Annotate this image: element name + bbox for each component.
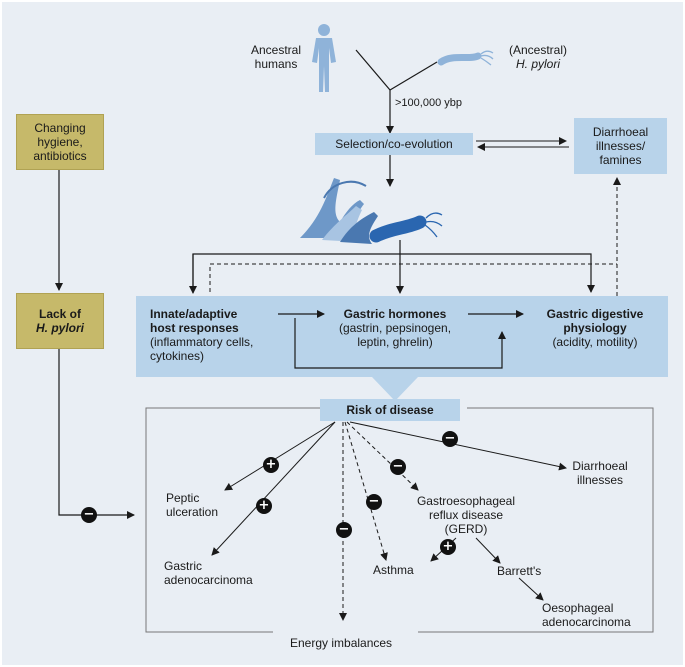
diarrhoeal-illnesses-label: Diarrhoeal illnesses [572,459,628,487]
innate-adaptive-label: Innate/adaptive host responses (inflamma… [150,307,254,363]
minus-sign-asthma: − [366,494,382,510]
arrow-to-gastric-ca [211,421,336,556]
band-pointer [372,377,418,401]
hunters-figure [300,178,443,244]
arrow-to-peptic [224,421,336,491]
peptic-ulceration-label: Peptic ulceration [166,491,219,519]
arrow-to-asthma [344,421,388,561]
plus-sign-peptic: + [263,457,279,473]
arrow-lack-to-risk [58,348,135,519]
barretts-label: Barrett's [497,564,542,578]
gerd-label: Gastroesophageal reflux disease (GERD) [416,494,516,536]
energy-imbalances-label: Energy imbalances [290,636,393,650]
minus-sign-gerd: − [390,459,406,475]
human-figure [312,24,336,92]
risk-bracket [145,407,654,633]
gastric-physiology-label: Gastric digestive physiology (acidity, m… [546,307,644,349]
ybp-label: >100,000 ybp [395,97,462,109]
minus-sign-diarrhoeal: − [442,431,458,447]
hygiene-antibiotics-box: Changing hygiene, antibiotics [16,114,104,170]
lack-of-pylori-box: Lack of H. pylori [16,293,104,349]
human-line [355,49,391,91]
plus-sign-gerd-asthma: + [440,539,456,555]
pylori-line [389,61,438,91]
plus-sign-gastric-ca: + [256,498,272,514]
arrow-gerd-to-barretts [475,537,501,564]
risk-of-disease-box: Risk of disease [320,399,460,421]
arrow-barretts-to-oeso [518,577,544,601]
minus-sign-energy: − [336,522,352,538]
minus-sign-lack: − [81,507,97,523]
ancestral-pylori-label: (Ancestral) H. pylori [508,43,567,71]
gastric-adenocarcinoma-label: Gastric adenocarcinoma [164,559,253,587]
arrow-to-diarrhoeal [349,421,567,471]
asthma-label: Asthma [373,563,414,577]
ancestral-humans-label: Ancestral humans [250,43,302,71]
gastric-hormones-label: Gastric hormones (gastrin, pepsinogen, l… [338,307,452,349]
bypass-loop [294,318,506,369]
host-response-band [136,296,668,377]
dashed-feedback-line [209,263,617,292]
oesophageal-adenocarcinoma-label: Oesophageal adenocarcinoma [542,601,631,629]
bacterium-figure [437,50,494,66]
risk-label: Risk of disease [346,403,434,417]
selection-box: Selection/co-evolution [315,133,473,155]
diarrhoea-famine-box: Diarrhoeal illnesses/ famines [574,118,667,174]
arrow-to-gerd [346,421,419,491]
selection-label: Selection/co-evolution [335,137,453,151]
